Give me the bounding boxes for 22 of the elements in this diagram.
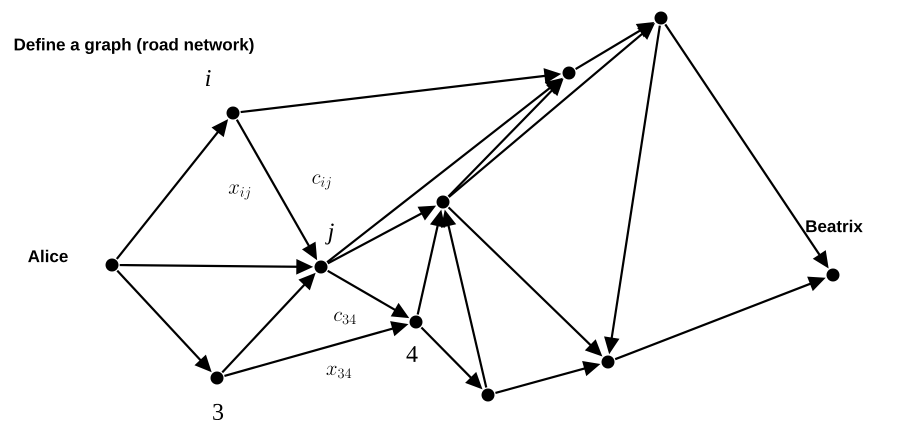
- node-label: 4: [406, 346, 418, 362]
- graph-node: [226, 106, 240, 120]
- node-label: Beatrix: [806, 220, 863, 232]
- cost-label: $x_{ij}$: [228, 184, 250, 200]
- node-label: 3: [213, 404, 224, 420]
- graph-node: [106, 258, 118, 272]
- graph-node: [210, 372, 224, 384]
- node-label: i: [206, 70, 211, 86]
- cost-label: $c_{34}$: [334, 312, 356, 324]
- graph-node: [314, 260, 328, 274]
- cost-label: $c_{ij}$: [312, 174, 331, 190]
- node-label: j: [325, 224, 334, 244]
- graph-node: [562, 66, 576, 80]
- cost-label: $x_{34}$: [326, 366, 352, 378]
- graph-node: [826, 268, 840, 282]
- graph-node: [482, 388, 494, 402]
- node-label: Alice: [28, 250, 68, 262]
- graph-node: [602, 356, 614, 368]
- graph-node: [410, 316, 422, 328]
- title: Define a graph (road network): [14, 38, 254, 54]
- graph-node: [654, 12, 668, 24]
- graph-node: [436, 196, 450, 208]
